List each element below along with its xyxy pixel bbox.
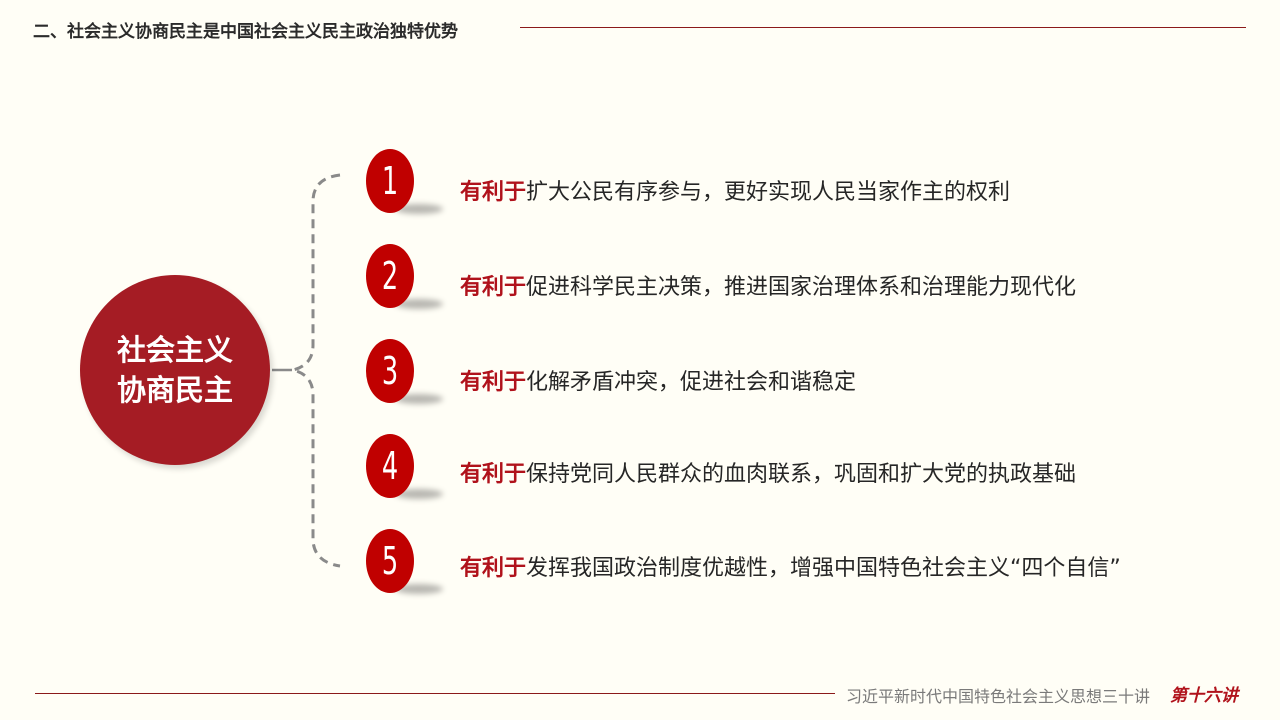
center-topic-line1: 社会主义 <box>116 333 233 367</box>
list-item: 有利于扩大公民有序参与，更好实现人民当家作主的权利 <box>460 174 1010 206</box>
number-badge-5: 5 <box>366 529 414 593</box>
number-badge-2: 2 <box>366 244 414 308</box>
item-keyword: 有利于 <box>460 180 527 205</box>
number-badge-4: 4 <box>366 434 414 498</box>
list-item: 有利于保持党同人民群众的血肉联系，巩固和扩大党的执政基础 <box>460 456 1076 488</box>
header-divider <box>520 27 1246 28</box>
item-keyword: 有利于 <box>460 556 527 581</box>
item-text: 促进科学民主决策，推进国家治理体系和治理能力现代化 <box>526 275 1077 300</box>
circle-shadow <box>395 584 443 594</box>
item-text: 发挥我国政治制度优越性，增强中国特色社会主义“四个自信” <box>526 556 1121 581</box>
number-badge-1: 1 <box>366 149 414 213</box>
item-keyword: 有利于 <box>460 370 527 395</box>
list-item: 有利于促进科学民主决策，推进国家治理体系和治理能力现代化 <box>460 269 1076 301</box>
center-topic-circle: 社会主义 协商民主 <box>80 275 270 465</box>
footer-lecture-number: 第十六讲 <box>1170 686 1238 706</box>
page-title: 二、社会主义协商民主是中国社会主义民主政治独特优势 <box>33 22 458 42</box>
circle-shadow <box>395 204 443 214</box>
center-topic-line2: 协商民主 <box>116 373 233 407</box>
item-text: 化解矛盾冲突，促进社会和谐稳定 <box>526 370 857 395</box>
circle-shadow <box>395 489 443 499</box>
circle-shadow <box>395 394 443 404</box>
footer-series-title: 习近平新时代中国特色社会主义思想三十讲 <box>846 687 1151 706</box>
item-text: 保持党同人民群众的血肉联系，巩固和扩大党的执政基础 <box>526 462 1077 487</box>
list-item: 有利于发挥我国政治制度优越性，增强中国特色社会主义“四个自信” <box>460 550 1121 582</box>
item-keyword: 有利于 <box>460 275 527 300</box>
item-keyword: 有利于 <box>460 462 527 487</box>
number-badge-3: 3 <box>366 339 414 403</box>
footer-divider <box>35 693 835 694</box>
list-item: 有利于化解矛盾冲突，促进社会和谐稳定 <box>460 364 856 396</box>
circle-shadow <box>395 299 443 309</box>
item-text: 扩大公民有序参与，更好实现人民当家作主的权利 <box>526 180 1011 205</box>
